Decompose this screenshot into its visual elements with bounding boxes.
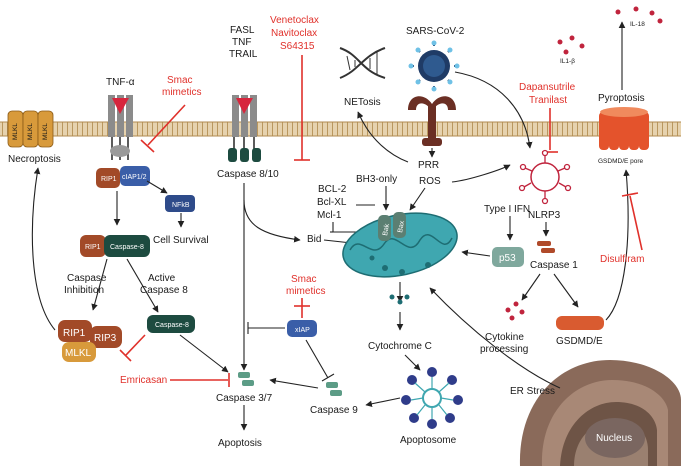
dapansutrile-label: Dapansutrile <box>519 82 576 93</box>
emricasan-inhibit-caspase8 <box>125 334 146 356</box>
smac-mimetics-top-label: Smac <box>167 75 193 86</box>
mlkl-label: MLKL <box>27 123 34 140</box>
prr-receptor <box>408 96 456 146</box>
caspase37-icon <box>238 372 254 386</box>
svg-text:RIP1: RIP1 <box>63 328 86 339</box>
caspase810-label: Caspase 8/10 <box>217 169 279 180</box>
mlkl-label: MLKL <box>12 123 19 140</box>
xiap-box <box>287 320 317 337</box>
cell-survival-label: Cell Survival <box>153 235 209 246</box>
bh3-label: BH3-only <box>356 174 397 185</box>
smac-mimetics-mid-label: Smac <box>291 274 317 285</box>
type1ifn-label: Type I IFN <box>484 204 530 215</box>
apoptosis-label: Apoptosis <box>218 438 262 449</box>
gsdmde-label: GSDMD/E <box>556 336 603 347</box>
nfkb-label: NFkB <box>172 202 190 209</box>
svg-text:MLKL: MLKL <box>65 348 92 359</box>
necrosome-complex: RIP1 RIP3 MLKL <box>58 320 122 362</box>
ros-label: ROS <box>419 176 441 187</box>
s64315-label: S64315 <box>280 41 315 52</box>
death-receptor <box>228 95 261 162</box>
bclxl-label: Bcl-XL <box>317 197 347 208</box>
svg-text:Bak: Bak <box>382 223 391 237</box>
smac-mimetics-mid-label-2: mimetics <box>286 286 325 297</box>
il18-dots <box>615 6 663 24</box>
cytokine-dots <box>505 301 525 321</box>
gsdmd-pore-icon <box>599 107 649 150</box>
active-caspase-label-2: Caspase 8 <box>140 285 188 296</box>
gsdmde-icon <box>556 316 604 330</box>
apoptosome-label: Apoptosome <box>400 435 457 446</box>
apoptosome-icon <box>401 367 463 429</box>
cytokine-label-2: processing <box>480 344 528 355</box>
gsdmd-pore-label: GSDMD/E pore <box>598 158 644 165</box>
cytokine-label: Cytokine <box>485 332 524 343</box>
tnf-label: TNF <box>232 37 251 48</box>
dna-helix-icon <box>339 47 386 79</box>
p53-box <box>492 247 524 267</box>
caspase-inhibition-label: Caspase <box>67 273 107 284</box>
emricasan-label: Emricasan <box>120 375 167 386</box>
ciap-label: cIAP1/2 <box>122 174 147 181</box>
caspase9-label: Caspase 9 <box>310 405 358 416</box>
tnf-alpha-label: TNF-α <box>106 77 135 88</box>
netosis-label: NETosis <box>344 97 381 108</box>
mitochondrion: Bak Bax <box>342 212 458 278</box>
cytochrome-label: Cytochrome C <box>368 341 432 352</box>
mcl1-label: Mcl-1 <box>317 210 342 221</box>
p53-label: p53 <box>499 253 516 264</box>
smac-inhibit-ciap <box>147 104 186 146</box>
caspase9-icon <box>326 382 342 396</box>
mlkl-membrane-complex: MLKL MLKL MLKL <box>7 110 54 148</box>
tranilast-label: Tranilast <box>529 95 567 106</box>
bcl2-label: BCL-2 <box>318 184 347 195</box>
necroptosis-label: Necroptosis <box>8 154 61 165</box>
cell-membrane <box>0 121 681 137</box>
svg-text:RIP3: RIP3 <box>94 333 117 344</box>
venetoclax-label: Venetoclax <box>270 15 319 26</box>
fasl-label: FASL <box>230 25 255 36</box>
rip1-caspase8-complex: RIP1 Caspase-8 <box>80 235 150 257</box>
sars-cov2-virus-icon <box>408 40 460 92</box>
nucleus-er <box>519 360 681 466</box>
active-caspase-label: Active <box>148 273 176 284</box>
bid-label: Bid <box>307 234 321 245</box>
er-stress-label: ER Stress <box>510 386 555 397</box>
trail-label: TRAIL <box>229 49 258 60</box>
svg-text:RIP1: RIP1 <box>85 244 101 251</box>
prr-label: PRR <box>418 160 439 171</box>
caspase37-label: Caspase 3/7 <box>216 393 273 404</box>
xiap-label: xIAP <box>295 327 310 334</box>
nucleus-label: Nucleus <box>596 433 632 444</box>
cytochrome-dots <box>389 294 410 305</box>
caspase8-active <box>147 315 195 333</box>
smac-mimetics-top-label-2: mimetics <box>162 87 201 98</box>
rip1-label: RIP1 <box>101 176 117 183</box>
tnf-receptor <box>108 95 133 160</box>
svg-text:Caspase-8: Caspase-8 <box>110 244 144 251</box>
svg-text:Bax: Bax <box>397 220 406 234</box>
navitoclax-label: Navitoclax <box>271 28 317 39</box>
caspase-inhibition-label-2: Inhibition <box>64 285 104 296</box>
caspase1-icon <box>537 241 555 253</box>
caspase1-label: Caspase 1 <box>530 260 578 271</box>
pyroptosis-label: Pyroptosis <box>598 93 645 104</box>
il1b-dots <box>557 35 585 55</box>
il1b-label: IL1-β <box>560 58 575 65</box>
nlrp3-inflammasome-icon <box>518 149 572 205</box>
rip1-ciap-complex: RIP1 cIAP1/2 <box>96 166 150 188</box>
nlrp3-label: NLRP3 <box>528 210 561 221</box>
il18-label: IL-18 <box>630 21 645 28</box>
nfkb-box <box>165 195 195 212</box>
svg-text:Caspase-8: Caspase-8 <box>155 322 189 329</box>
mlkl-label: MLKL <box>42 123 49 140</box>
disulfiram-label: Disulfiram <box>600 254 644 265</box>
sars-label: SARS-CoV-2 <box>406 26 465 37</box>
